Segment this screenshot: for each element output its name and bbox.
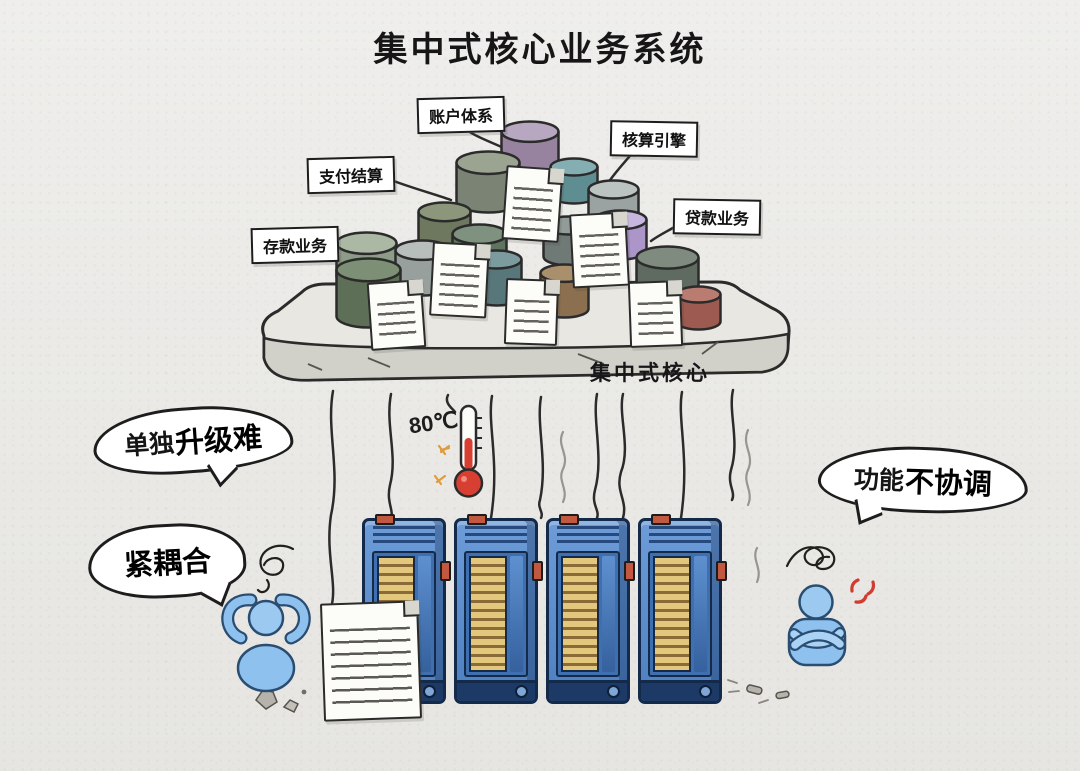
server-vents: [557, 526, 619, 543]
server-vents: [465, 526, 527, 543]
server-vents: [649, 526, 711, 543]
server-trays: [653, 556, 691, 672]
server-bolt: [699, 685, 712, 698]
server-window: [464, 551, 528, 677]
frustrated-person-left: [221, 593, 311, 693]
cylinder-part: [635, 245, 700, 270]
frustration-scribbles: [256, 544, 836, 594]
arms-on-head: [221, 593, 311, 645]
bubble-text: 功能: [853, 465, 905, 496]
server-window: [556, 551, 620, 677]
mainframe-server: [638, 514, 727, 704]
cylinder-part: [417, 201, 472, 223]
mercury-column: [464, 438, 473, 470]
server-panel: [417, 556, 431, 672]
server-trays: [561, 556, 599, 672]
module-label-payment: 支付结算: [306, 155, 396, 195]
crossed-arms: [788, 627, 846, 651]
thermometer-ticks: [476, 417, 482, 449]
module-label-deposit: 存款业务: [250, 225, 340, 265]
person-body: [236, 643, 296, 693]
server-panel: [601, 556, 615, 672]
platform-caption: 集中式核心: [590, 362, 710, 385]
cylinder-part: [335, 257, 402, 283]
server-base: [549, 680, 627, 701]
server-panel: [693, 556, 707, 672]
server-base: [457, 680, 535, 701]
bubble-text-emphasis: 升级难: [174, 422, 264, 461]
cylinder-part: [587, 179, 640, 200]
module-label-engine: 核算引擎: [609, 120, 699, 158]
server-bolt: [607, 685, 620, 698]
bubble-text-emphasis: 不协调: [904, 466, 993, 502]
server-trays: [469, 556, 507, 672]
drop-wires: [328, 388, 736, 610]
server-base: [641, 680, 719, 701]
mainframe-server: [546, 514, 635, 704]
heat-sparks-icon: [433, 444, 451, 486]
bulb-highlight: [461, 476, 467, 482]
thermometer: 80℃: [407, 404, 484, 498]
mainframe-server: [454, 514, 543, 704]
page-title: 集中式核心业务系统: [373, 31, 707, 69]
module-label-loan: 贷款业务: [672, 198, 762, 236]
debris: [255, 679, 790, 714]
bubble-text-emphasis: 紧耦合: [123, 545, 212, 583]
server-window: [648, 551, 712, 677]
server-vents: [373, 526, 435, 543]
anger-mark-icon: [850, 578, 876, 604]
module-label-account: 账户体系: [416, 95, 506, 135]
annoyed-person-right: [787, 578, 876, 667]
server-panel: [509, 556, 523, 672]
thermometer-bulb: [453, 468, 484, 498]
platform-cracks: [307, 341, 719, 371]
person-head: [247, 599, 285, 637]
cylinder-part: [455, 150, 521, 176]
server-bolt: [515, 685, 528, 698]
server-bolt: [423, 685, 436, 698]
bubble-text: 单独: [123, 429, 176, 461]
